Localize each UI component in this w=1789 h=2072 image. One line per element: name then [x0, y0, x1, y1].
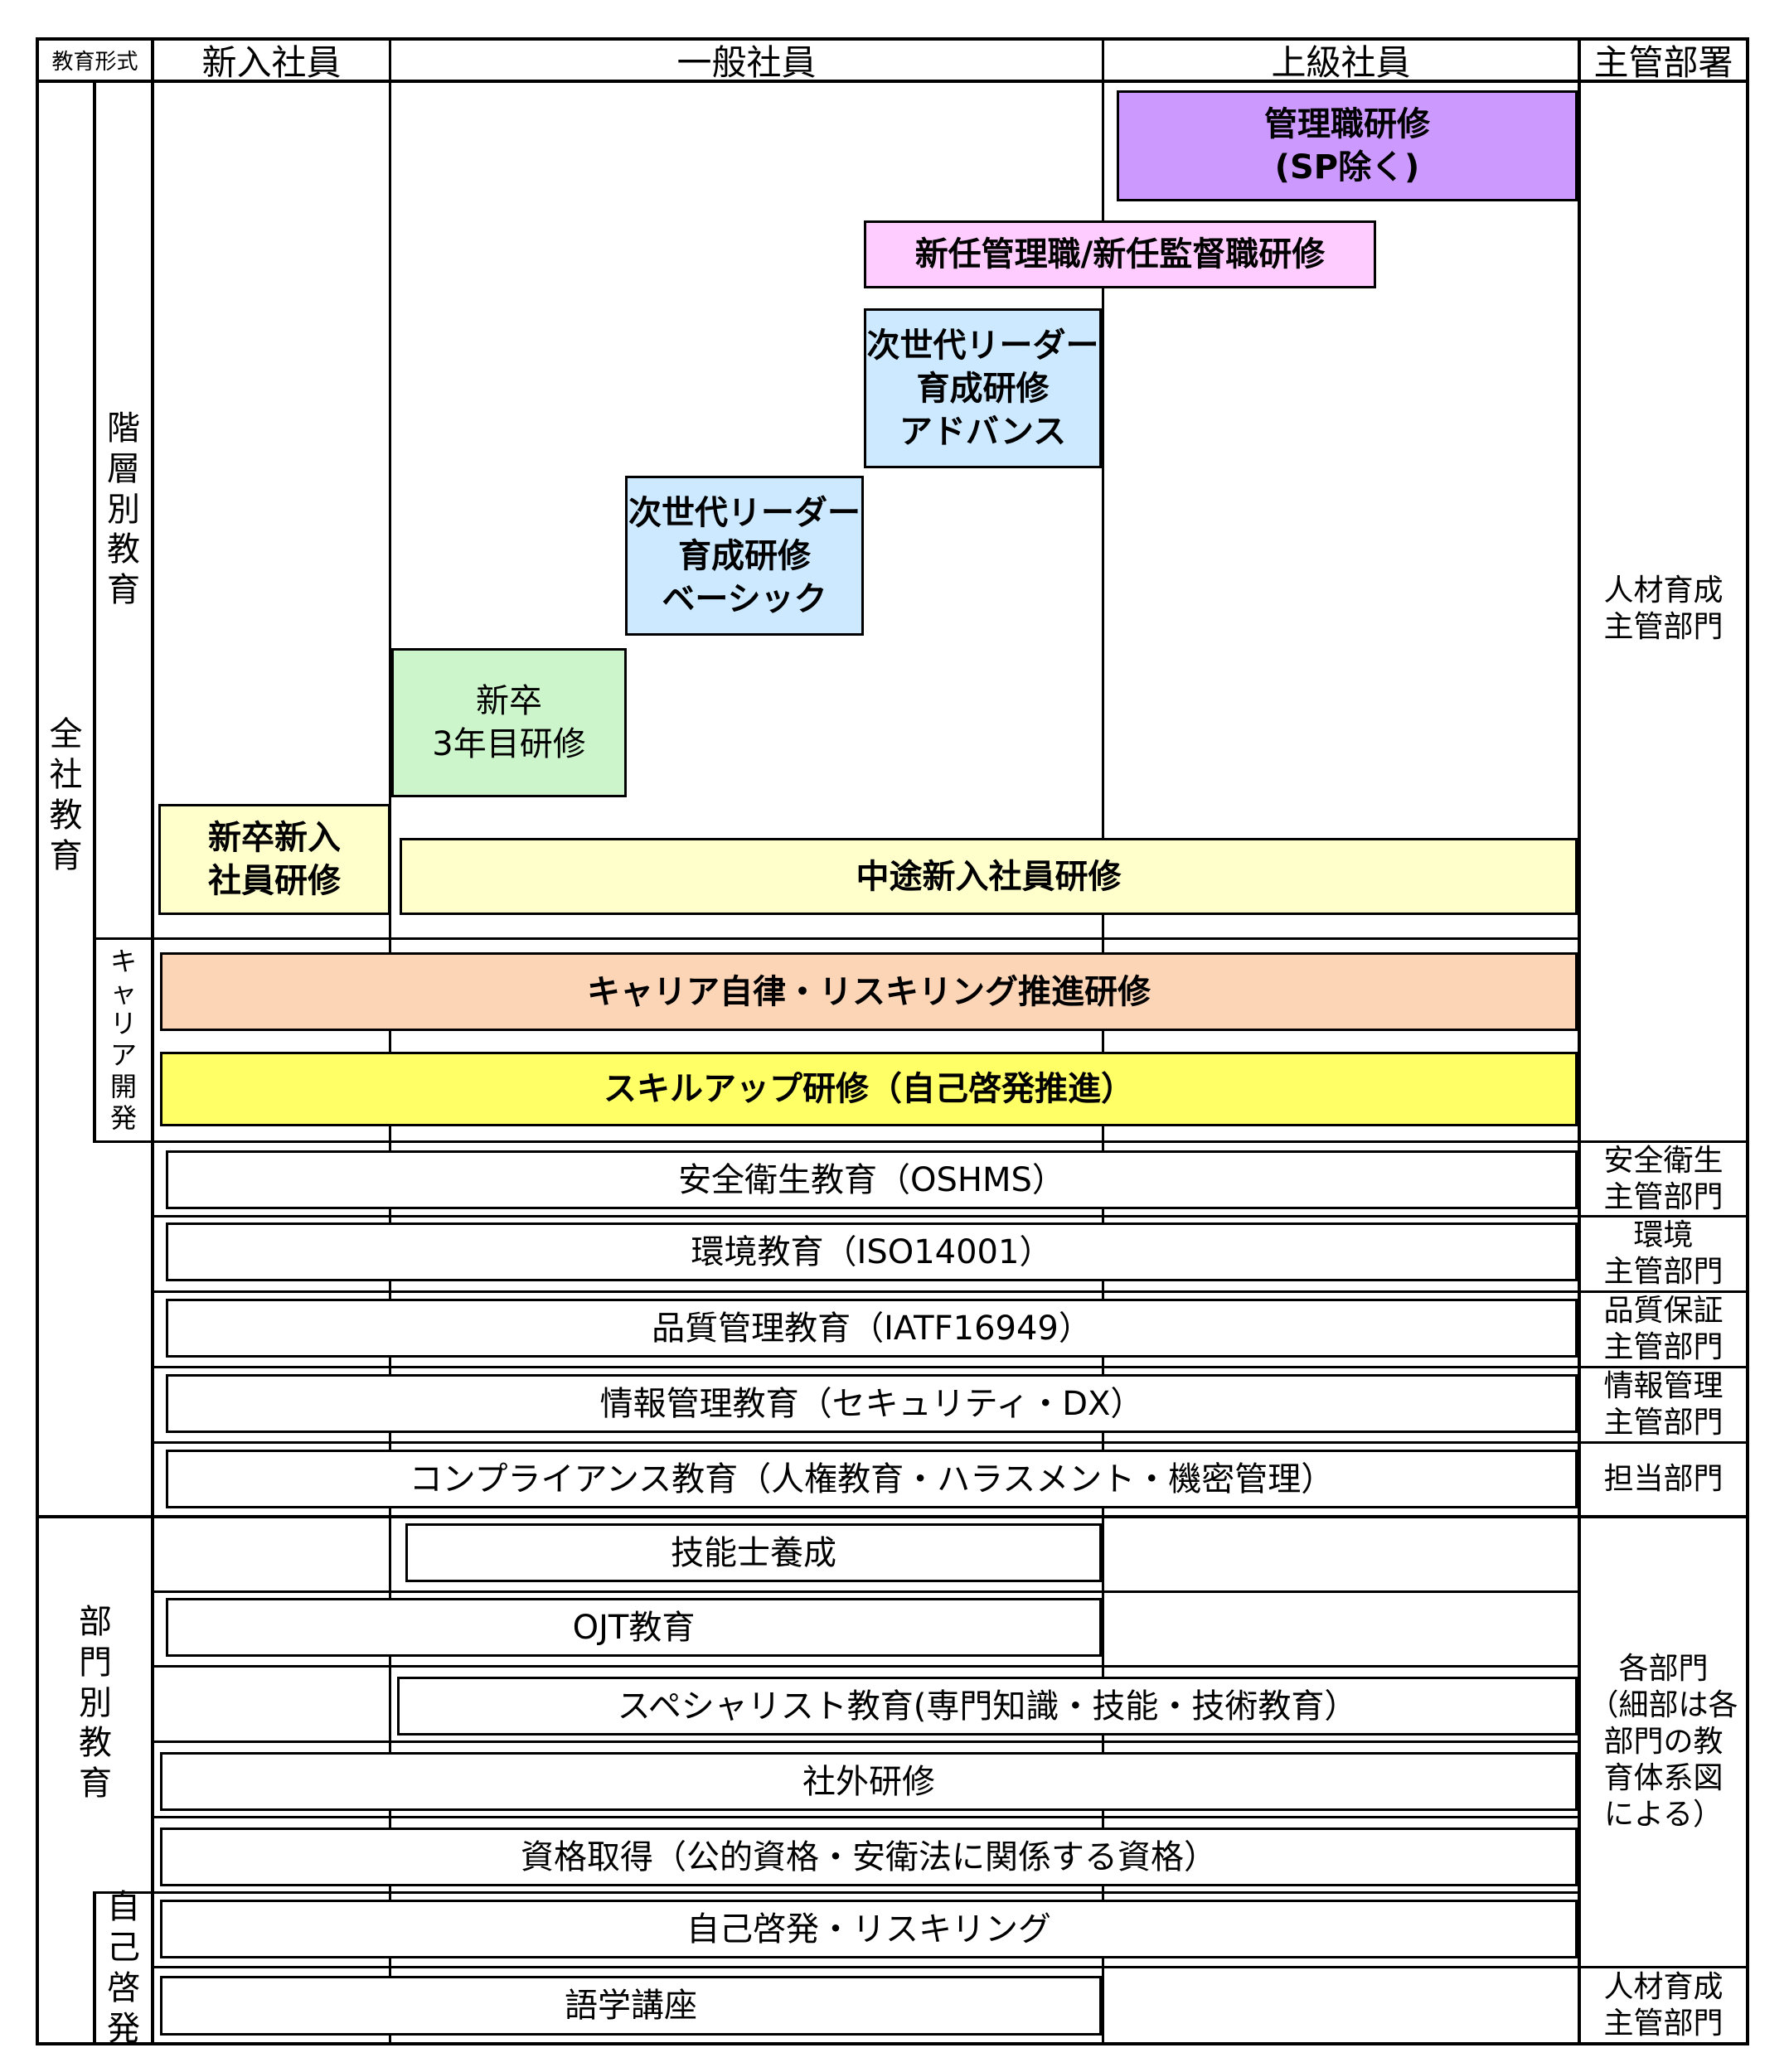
outer-border-right: [1746, 37, 1749, 2045]
dept-each-department: 各部門 （細部は各 部門の教 育体系図 による）: [1588, 1652, 1738, 1832]
label-column-divider: [151, 37, 154, 2045]
row-divider: [151, 1441, 1748, 1444]
row-divider: [151, 1816, 1580, 1818]
safety-education: 安全衛生教育（OSHMS）: [166, 1150, 1578, 1209]
vertical-char: 社: [49, 756, 83, 795]
section-department: 部門別教育: [66, 1600, 124, 1807]
row-divider: [151, 1215, 1748, 1218]
row-divider: [151, 1290, 1748, 1293]
dept-environment: 環境 主管部門: [1603, 1218, 1724, 1289]
compliance-education: コンプライアンス教育（人権教育・ハラスメント・機密管理）: [166, 1450, 1578, 1508]
self-development-reskilling: 自己啓発・リスキリング: [160, 1900, 1578, 1958]
specialist-education: スペシャリスト教育(専門知識・技能・技術教育）: [397, 1677, 1578, 1736]
outer-border-bottom: [36, 2042, 1748, 2045]
general-senior-divider: [1102, 37, 1104, 2043]
subsection-column-divider: [93, 80, 96, 1141]
outer-border-top: [36, 37, 1748, 41]
column-header-senior: 上級社員: [1271, 42, 1411, 83]
vertical-char: 層: [107, 449, 140, 488]
next-leader-advanced: 次世代リーダー 育成研修 アドバンス: [864, 308, 1102, 468]
outer-border-left: [36, 37, 39, 2045]
column-header-new: 新入社員: [201, 42, 342, 83]
dept-hr-development-2: 人材育成 主管部門: [1603, 1969, 1724, 2041]
vertical-char: 別: [79, 1683, 112, 1722]
row-divider: [151, 1966, 1580, 1968]
row-divider: [151, 1740, 1580, 1743]
vertical-char: 教: [107, 530, 140, 569]
ojt-education: OJT教育: [166, 1598, 1102, 1657]
new-manager-training: 新任管理職/新任監督職研修: [864, 220, 1376, 288]
section-self: 自己啓発: [96, 1888, 151, 2047]
vertical-char: 啓: [107, 1969, 140, 2007]
column-header-general: 一般社員: [676, 42, 817, 83]
vertical-char: キ: [109, 945, 137, 977]
mid-career-training: 中途新入社員研修: [400, 838, 1578, 915]
new-grad-training: 新卒新入 社員研修: [158, 804, 390, 915]
column-header-dept: 主管部署: [1593, 42, 1733, 83]
vertical-char: ャ: [109, 976, 137, 1009]
quality-education: 品質管理教育（IATF16949）: [166, 1299, 1578, 1358]
vertical-char: 教: [79, 1724, 112, 1763]
vertical-char: 門: [79, 1643, 112, 1682]
vertical-char: ア: [109, 1039, 137, 1071]
row-divider: [151, 1590, 1580, 1593]
row-divider: [151, 1140, 1748, 1143]
external-training: 社外研修: [160, 1752, 1578, 1811]
vertical-char: 己: [107, 1929, 140, 1968]
dept-column-divider: [1578, 37, 1581, 2043]
vertical-char: 育: [107, 571, 140, 610]
self-column-divider: [93, 1891, 96, 2044]
dept-hr-development: 人材育成 主管部門: [1603, 574, 1724, 644]
row-divider: [151, 1665, 1580, 1668]
row-divider: [151, 1891, 1580, 1894]
vertical-char: 部: [79, 1603, 112, 1641]
qualification-acquisition: 資格取得（公的資格・安衛法に関係する資格）: [160, 1828, 1578, 1886]
dept-safety: 安全衛生 主管部門: [1603, 1143, 1724, 1214]
vertical-char: 開: [109, 1070, 137, 1102]
new-general-divider: [389, 37, 391, 2043]
career-autonomy-training: キャリア自律・リスキリング推進研修: [160, 952, 1578, 1031]
row-divider: [151, 1366, 1748, 1368]
vertical-char: 別: [107, 490, 140, 529]
section-company: 全社教育: [39, 713, 93, 879]
vertical-char: 発: [107, 2009, 140, 2048]
header-divider: [36, 80, 1748, 83]
vertical-char: 自: [107, 1888, 140, 1927]
section-career: キャリア開発: [96, 940, 151, 1140]
vertical-char: 育: [49, 836, 83, 875]
manager-training: 管理職研修 (SP除く): [1117, 90, 1578, 201]
dept-row-divider: [1578, 1966, 1748, 1968]
dept-info-management: 情報管理 主管部門: [1603, 1369, 1724, 1440]
language-course: 語学講座: [160, 1976, 1102, 2036]
vertical-char: 育: [79, 1765, 112, 1803]
next-leader-basic: 次世代リーダー 育成研修 ベーシック: [625, 476, 864, 636]
vertical-char: 教: [49, 796, 83, 835]
hierarchy-career-divider: [93, 937, 153, 940]
skilled-worker-training: 技能士養成: [405, 1523, 1102, 1582]
row-divider: [151, 937, 1580, 940]
vertical-char: 全: [49, 715, 83, 754]
self-top-divider: [93, 1891, 153, 1894]
environment-education: 環境教育（ISO14001）: [166, 1222, 1578, 1281]
vertical-char: リ: [109, 1008, 137, 1040]
section-hierarchy: 階層別教育: [96, 398, 151, 622]
third-year-training: 新卒 3年目研修: [391, 648, 627, 797]
info-management-education: 情報管理教育（セキュリティ・DX）: [166, 1374, 1578, 1433]
format-label: 教育形式: [51, 50, 138, 75]
vertical-char: 階: [107, 409, 140, 448]
dept-responsible: 担当部門: [1603, 1462, 1724, 1497]
skill-up-training: スキルアップ研修（自己啓発推進）: [160, 1052, 1578, 1126]
company-department-divider: [36, 1515, 1748, 1518]
vertical-char: 発: [109, 1101, 137, 1134]
career-bottom-divider: [93, 1140, 153, 1143]
dept-quality-assurance: 品質保証 主管部門: [1603, 1294, 1724, 1364]
